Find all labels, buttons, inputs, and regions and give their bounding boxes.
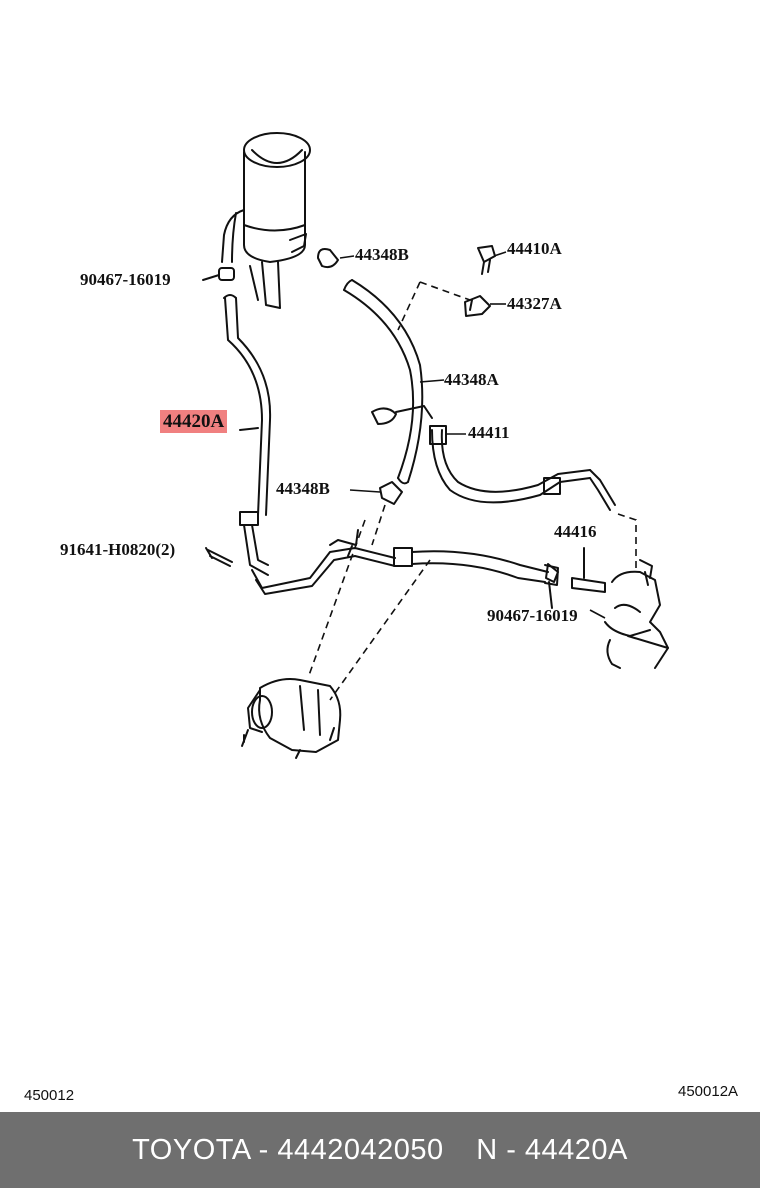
steering-gear [604,559,669,669]
clamp-top [218,267,235,281]
bracket-44327a [464,295,491,317]
label-44348b-mid[interactable]: 44348B [276,479,330,498]
fitting-44416 [571,577,606,593]
label-44411[interactable]: 44411 [468,423,510,442]
footer-text: TOYOTA - 4442042050 N - 44420A [0,1112,760,1188]
label-44348b-top[interactable]: 44348B [355,245,409,264]
label-44327a[interactable]: 44327A [507,294,562,313]
footer-part-number: TOYOTA - 4442042050 [132,1134,444,1166]
label-44416[interactable]: 44416 [554,522,597,541]
label-44348a[interactable]: 44348A [444,370,499,389]
label-91641-h0820[interactable]: 91641-H0820(2) [60,540,176,559]
tube-44411 [429,425,616,511]
label-44420a-highlighted[interactable]: 44420A [160,410,228,433]
bolt-44410a [477,245,496,275]
pressure-pipe [251,529,559,595]
power-steering-pump [241,678,342,759]
footer-ref-number: N - 44420A [476,1134,628,1166]
clamp-44348b-mid [379,481,403,505]
diagram-code-right: 450012A [678,1083,739,1100]
footer-bar: TOYOTA - 4442042050 N - 44420A [0,1112,760,1188]
hose-44348a [343,279,424,485]
clamp-bottom [545,563,559,583]
label-90467-16019-top[interactable]: 90467-16019 [80,270,171,289]
reservoir-tank [221,132,311,309]
hose-44420a [223,294,272,576]
label-90467-16019-bottom[interactable]: 90467-16019 [487,606,578,625]
clamp-44348b-top [317,248,339,269]
parts-diagram [202,132,669,759]
diagram-code-left: 450012 [24,1087,75,1104]
label-44410a[interactable]: 44410A [507,239,562,258]
